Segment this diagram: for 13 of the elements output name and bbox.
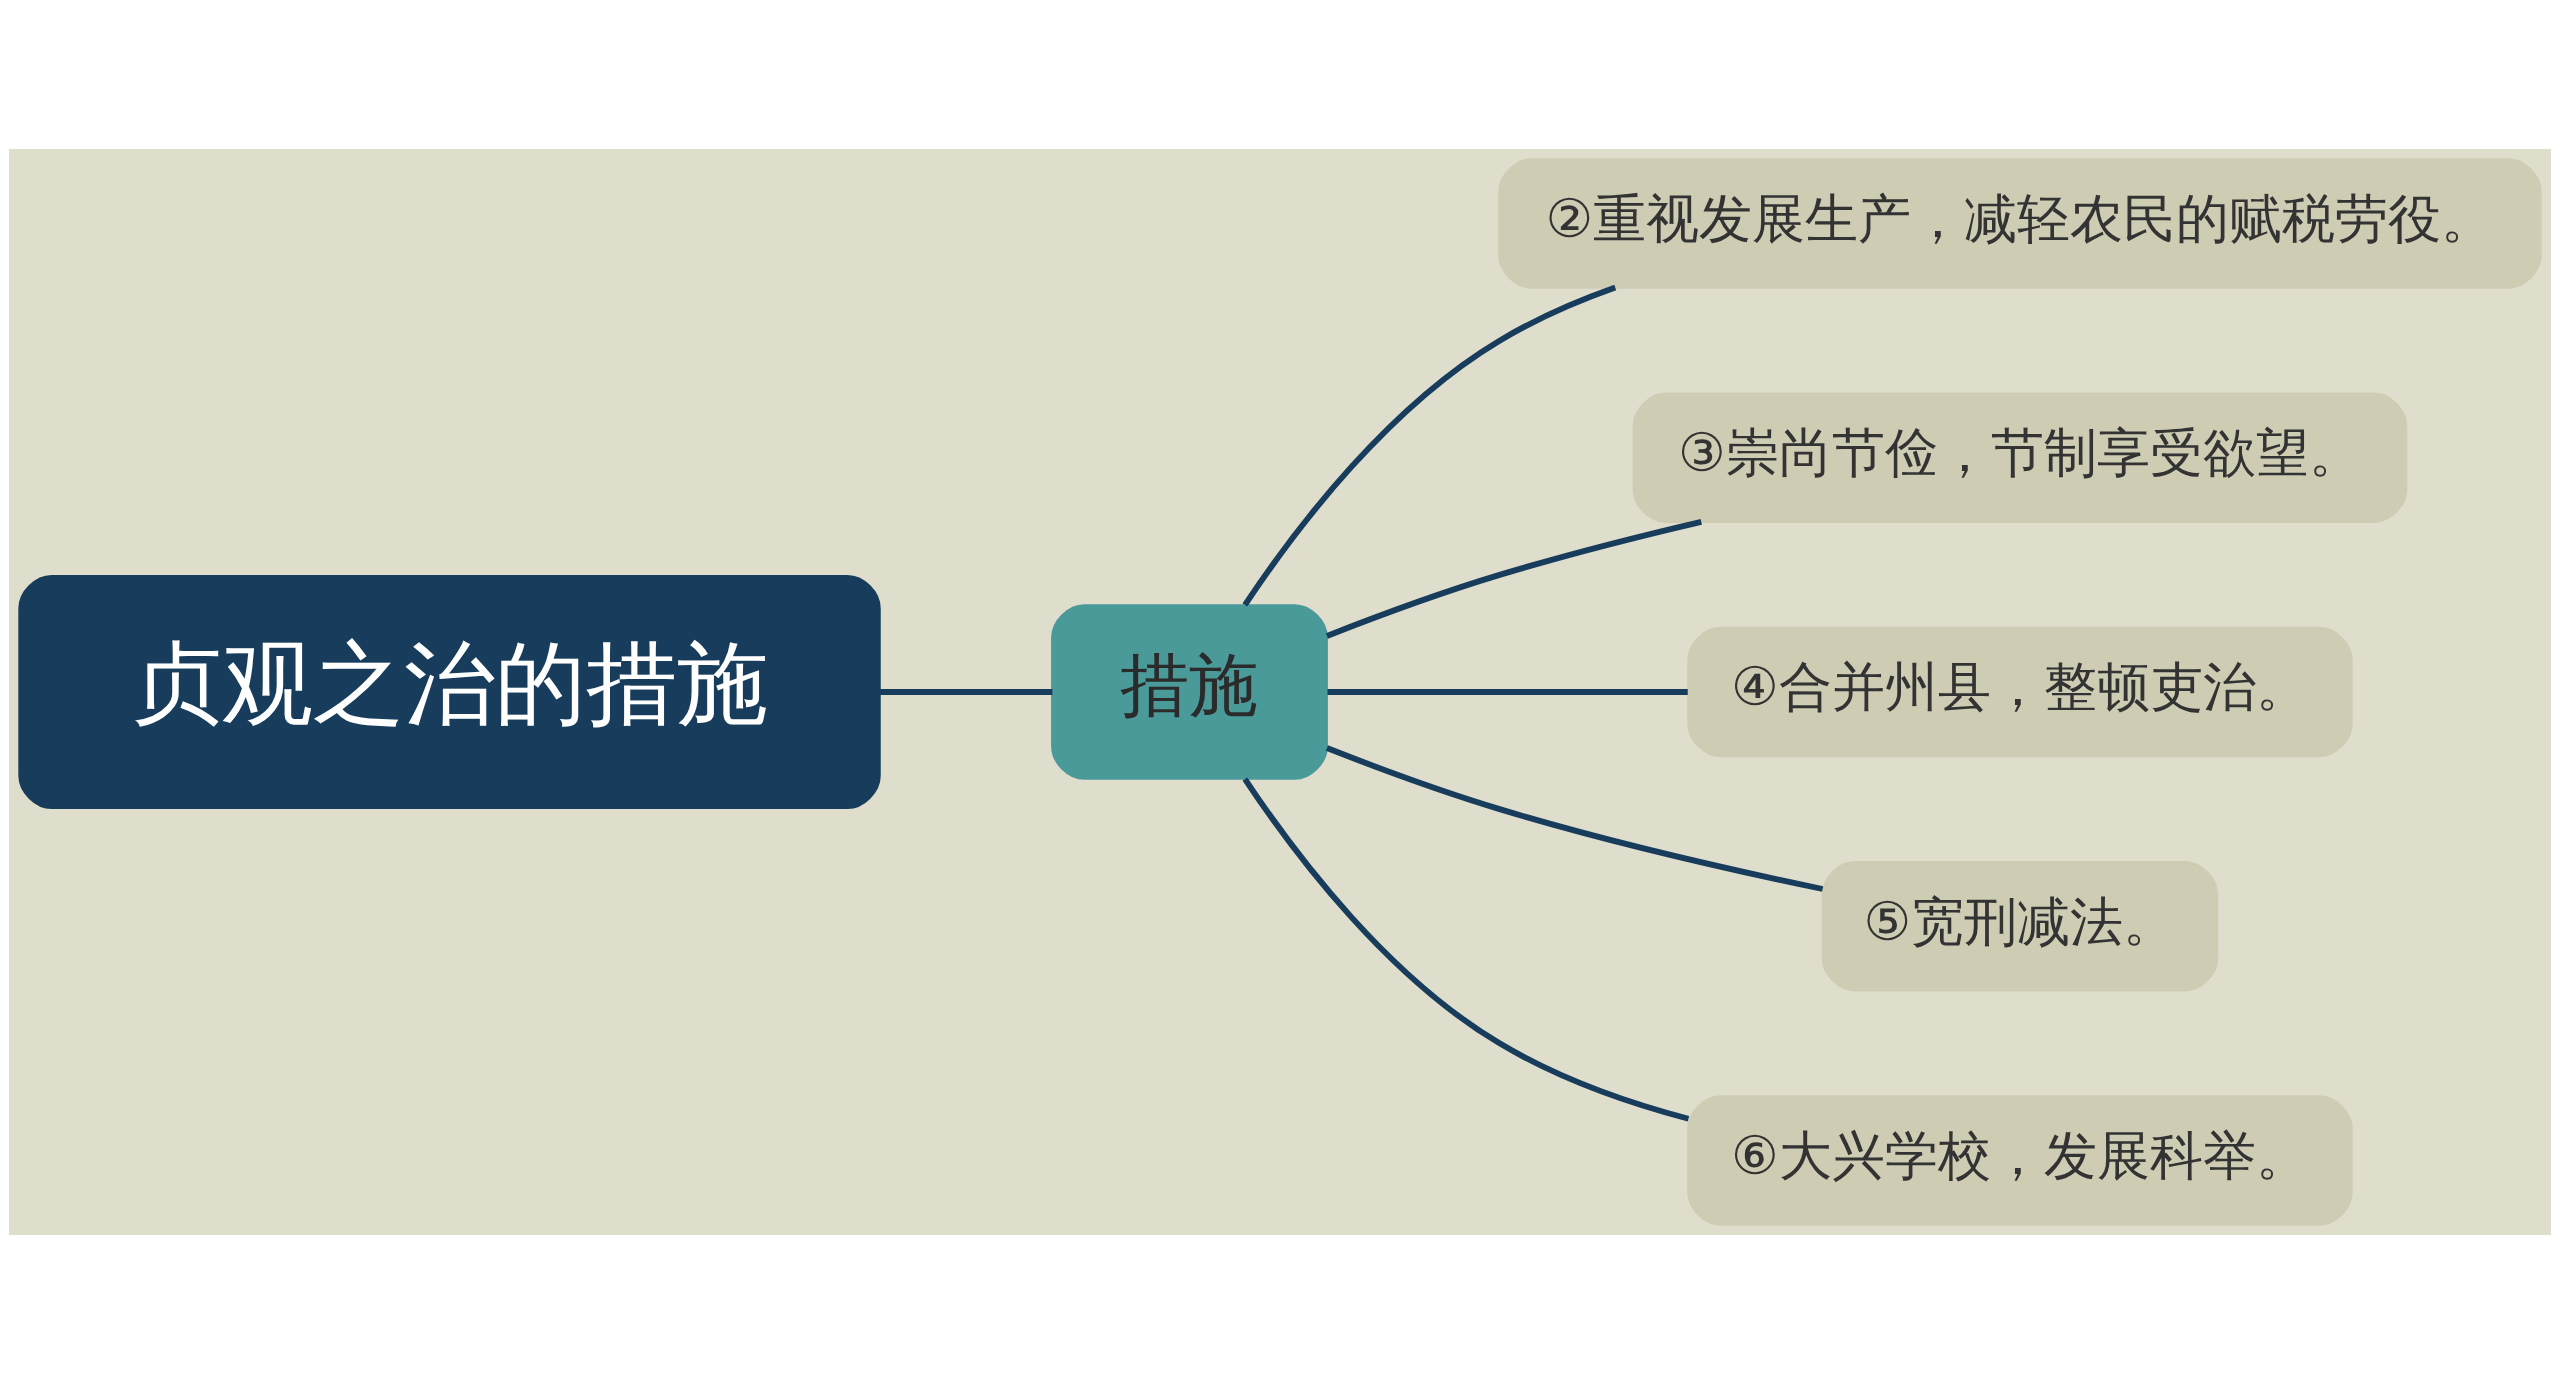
node-box: ②重视发展生产，减轻农民的赋税劳役。 <box>1498 158 2542 289</box>
connector <box>1242 284 1617 607</box>
node-box: ④合并州县，整顿吏治。 <box>1687 626 2353 758</box>
connector <box>1325 745 1824 892</box>
connector <box>1242 777 1690 1122</box>
connector <box>1325 518 1702 639</box>
node-box: 措施 <box>1051 604 1328 780</box>
connector <box>1327 689 1688 695</box>
node-box: ⑤宽刑减法。 <box>1821 861 2219 992</box>
connector <box>879 689 1053 695</box>
node-box: ⑥大兴学校，发展科举。 <box>1687 1095 2353 1226</box>
node-box: 贞观之治的措施 <box>18 574 881 810</box>
node-box: ③崇尚节俭，节制享受欲望。 <box>1632 392 2408 523</box>
